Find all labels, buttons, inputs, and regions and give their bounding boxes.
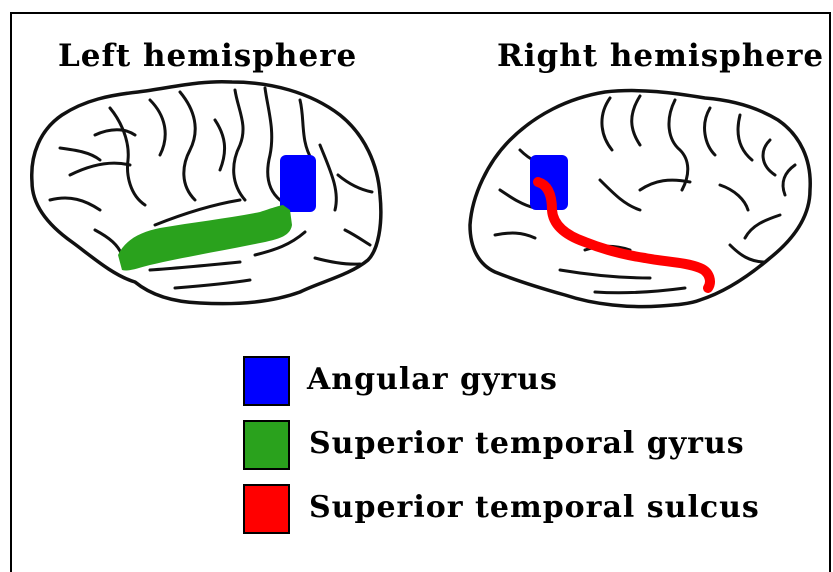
- legend-swatch-blue: [243, 356, 290, 406]
- legend-label: Superior temporal sulcus: [309, 490, 760, 525]
- left-superior-temporal-gyrus-region: [118, 205, 292, 271]
- left-hemisphere-brain: [32, 82, 381, 304]
- left-angular-gyrus-region: [280, 155, 316, 212]
- right-brain-outline: [470, 91, 810, 307]
- legend-swatch-red: [243, 484, 290, 534]
- legend-label: Superior temporal gyrus: [309, 426, 745, 461]
- legend-swatch-green: [243, 420, 290, 470]
- right-hemisphere-brain: [470, 91, 810, 307]
- left-brain-outline: [32, 82, 381, 304]
- legend-label: Angular gyrus: [307, 362, 558, 397]
